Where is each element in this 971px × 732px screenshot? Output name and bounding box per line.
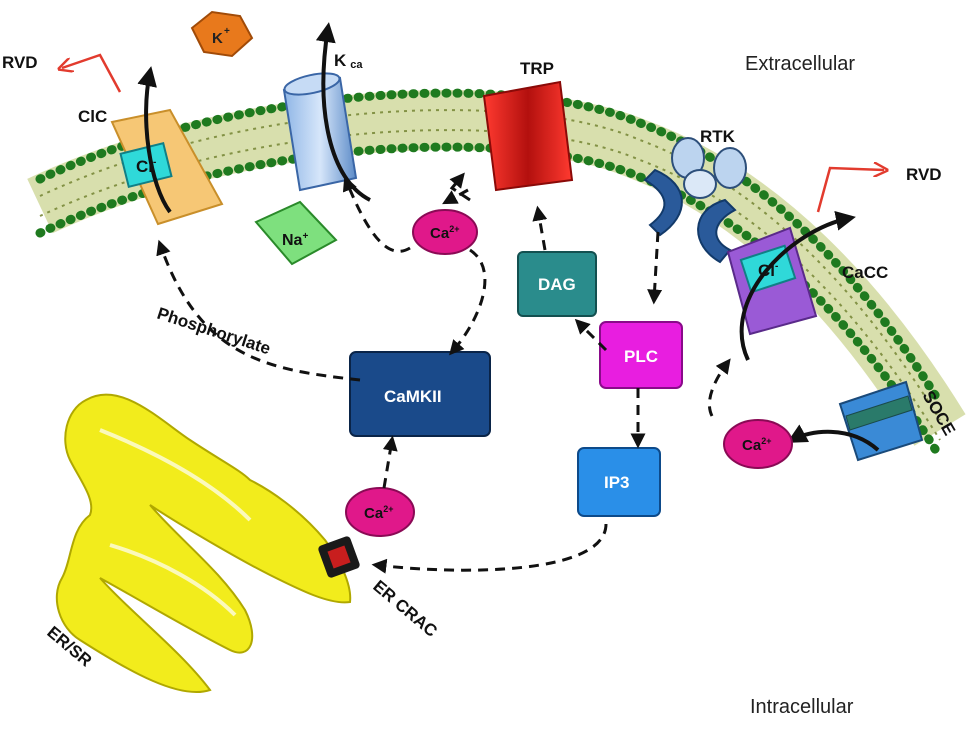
ip3-box: IP3 [577,447,661,517]
svg-text:K: K [212,30,223,47]
calcium-ion-top: Ca2+ [412,209,478,255]
intracellular-label: Intracellular [750,696,854,718]
svg-text:RVD: RVD [2,53,38,72]
svg-text:Na+: Na+ [282,231,308,249]
camkii-box: CaMKII [349,351,491,437]
svg-text:Ca2+: Ca2+ [742,436,771,454]
er-sr-organelle: ER/SR [43,393,352,694]
clc-channel: Cl- ClC [78,66,224,226]
trp-channel: TRP [482,59,574,192]
rvd-right: RVD [816,165,942,213]
pathway-arrows [156,172,731,574]
rtk-receptor: RTK [643,127,747,264]
cell-membrane [27,88,966,462]
trp-label: TRP [520,59,554,78]
svg-text:DAG: DAG [538,275,576,294]
rvd-left: RVD [2,53,122,93]
svg-text:CaMKII: CaMKII [384,387,442,406]
cacc-label: CaCC [842,263,888,282]
sodium-ion: Na+ [254,200,338,266]
er-crac-label: ER CRAC [369,577,441,641]
calcium-ion-right: Ca2+ [723,419,793,469]
svg-text:PLC: PLC [624,347,658,366]
cacc-channel: Cl- CaCC [726,210,888,361]
potassium-ion: K + [190,10,254,58]
extracellular-label: Extracellular [745,53,855,75]
svg-text:+: + [224,26,230,37]
svg-text:IP3: IP3 [604,473,630,492]
plc-box: PLC [599,321,683,389]
clc-label: ClC [78,107,107,126]
svg-text:RVD: RVD [906,165,942,184]
svg-text:Ca2+: Ca2+ [364,504,393,522]
calcium-ion-lower: Ca2+ [345,487,415,537]
dag-box: DAG [517,251,597,317]
rtk-label: RTK [700,127,736,146]
svg-text:Ca2+: Ca2+ [430,224,459,242]
